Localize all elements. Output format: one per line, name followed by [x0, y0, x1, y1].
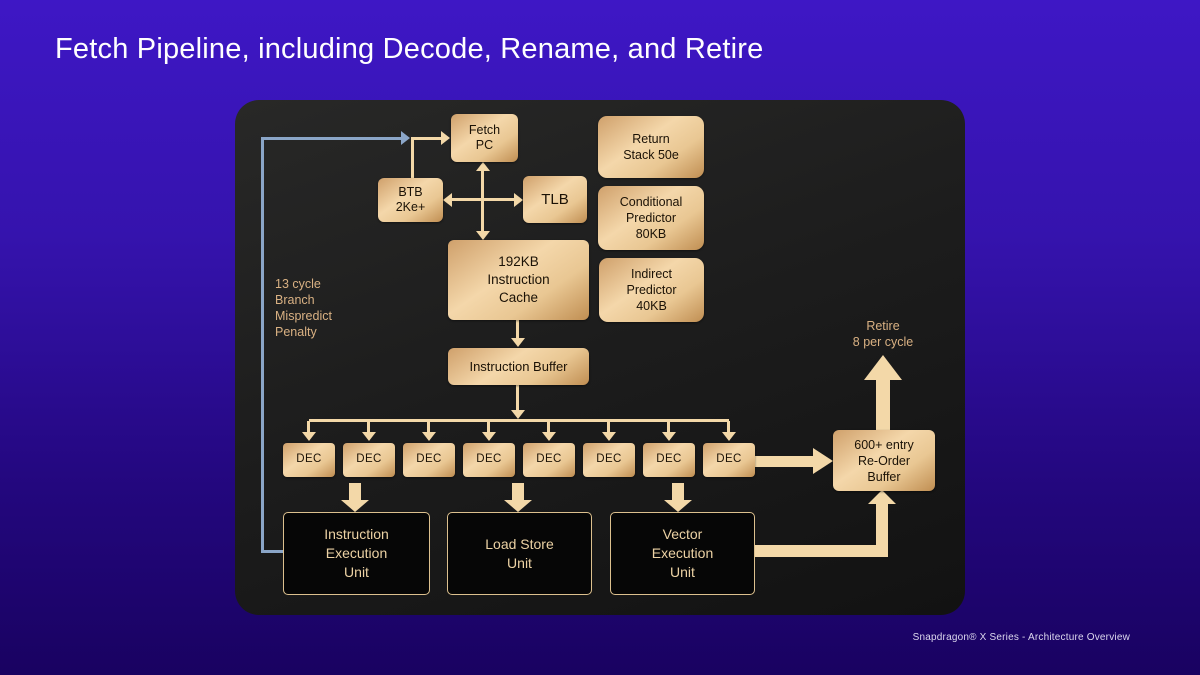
feedback-line-bottom	[261, 550, 283, 553]
dec4-drop-line	[487, 421, 490, 433]
mispredict-penalty-label: 13 cycle Branch Mispredict Penalty	[275, 277, 332, 339]
dec-rob-arrowhead-icon	[813, 448, 833, 474]
dec-veu-arrowhead-icon	[664, 500, 692, 512]
dec-rob-arrow-shaft	[755, 456, 813, 467]
dec7-drop-arrowhead-icon	[662, 432, 676, 441]
fetchpc-icache-arrowhead-down-icon	[476, 231, 490, 240]
dec2-drop-line	[367, 421, 370, 433]
node-tlb: TLB	[523, 176, 587, 223]
icache-ibuffer-arrowhead-icon	[511, 338, 525, 347]
node-indirect-predictor: Indirect Predictor 40KB	[599, 258, 704, 322]
decoder-box-5: DEC	[523, 443, 575, 477]
dec5-drop-line	[547, 421, 550, 433]
dec3-drop-arrowhead-icon	[422, 432, 436, 441]
dec7-drop-line	[667, 421, 670, 433]
decoder-box-2: DEC	[343, 443, 395, 477]
slide-footer: Snapdragon® X Series - Architecture Over…	[912, 632, 1130, 643]
dec2-drop-arrowhead-icon	[362, 432, 376, 441]
dec1-drop-arrowhead-icon	[302, 432, 316, 441]
decoder-box-4: DEC	[463, 443, 515, 477]
decoder-box-1: DEC	[283, 443, 335, 477]
dec-ieu-arrow-shaft	[349, 483, 361, 501]
decoder-box-8: DEC	[703, 443, 755, 477]
fetchpc-icache-line	[481, 171, 484, 232]
decoder-box-6: DEC	[583, 443, 635, 477]
dec6-drop-arrowhead-icon	[602, 432, 616, 441]
dec5-drop-arrowhead-icon	[542, 432, 556, 441]
decoder-box-3: DEC	[403, 443, 455, 477]
node-instruction-cache: 192KB Instruction Cache	[448, 240, 589, 320]
node-instruction-buffer: Instruction Buffer	[448, 348, 589, 385]
node-instruction-execution-unit: Instruction Execution Unit	[283, 512, 430, 595]
slide-title: Fetch Pipeline, including Decode, Rename…	[55, 33, 764, 65]
btb-fetchpc-line-vertical	[411, 138, 414, 178]
decode-distribution-line	[309, 419, 729, 422]
dec-veu-arrow-shaft	[672, 483, 684, 501]
dec3-drop-line	[427, 421, 430, 433]
feedback-line-top	[261, 137, 401, 140]
dec-ieu-arrowhead-icon	[341, 500, 369, 512]
ibuffer-dist-arrowhead-icon	[511, 410, 525, 419]
node-conditional-predictor: Conditional Predictor 80KB	[598, 186, 704, 250]
dec4-drop-arrowhead-icon	[482, 432, 496, 441]
fetchpc-icache-arrowhead-up-icon	[476, 162, 490, 171]
dec-lsu-arrow-shaft	[512, 483, 524, 501]
dec8-drop-arrowhead-icon	[722, 432, 736, 441]
btb-tlb-line	[452, 198, 514, 201]
retire-arrowhead-icon	[864, 355, 902, 380]
node-vector-execution-unit: Vector Execution Unit	[610, 512, 755, 595]
dec1-drop-line	[307, 421, 310, 433]
diagram-panel: Fetch PC BTB 2Ke+ TLB Return Stack 50e C…	[235, 100, 965, 615]
retire-rate-label: Retire 8 per cycle	[852, 319, 914, 349]
node-reorder-buffer: 600+ entry Re-Order Buffer	[833, 430, 935, 491]
decoder-box-7: DEC	[643, 443, 695, 477]
feedback-line-vertical	[261, 138, 264, 552]
veu-rob-line-horizontal	[753, 545, 888, 557]
btb-tlb-arrowhead-right-icon	[514, 193, 523, 207]
node-fetch-pc: Fetch PC	[451, 114, 518, 162]
retire-arrow-shaft	[876, 380, 890, 430]
icache-ibuffer-line	[516, 320, 519, 339]
btb-tlb-arrowhead-left-icon	[443, 193, 452, 207]
veu-rob-arrowhead-icon	[868, 490, 896, 504]
node-btb: BTB 2Ke+	[378, 178, 443, 222]
btb-fetchpc-arrowhead-icon	[441, 131, 450, 145]
feedback-arrowhead-icon	[401, 131, 410, 145]
dec8-drop-line	[727, 421, 730, 433]
dec6-drop-line	[607, 421, 610, 433]
btb-fetchpc-line-horizontal	[411, 137, 441, 140]
ibuffer-dist-line	[516, 385, 519, 411]
node-return-stack: Return Stack 50e	[598, 116, 704, 178]
node-load-store-unit: Load Store Unit	[447, 512, 592, 595]
dec-lsu-arrowhead-icon	[504, 500, 532, 512]
veu-rob-line-vertical	[876, 504, 888, 557]
